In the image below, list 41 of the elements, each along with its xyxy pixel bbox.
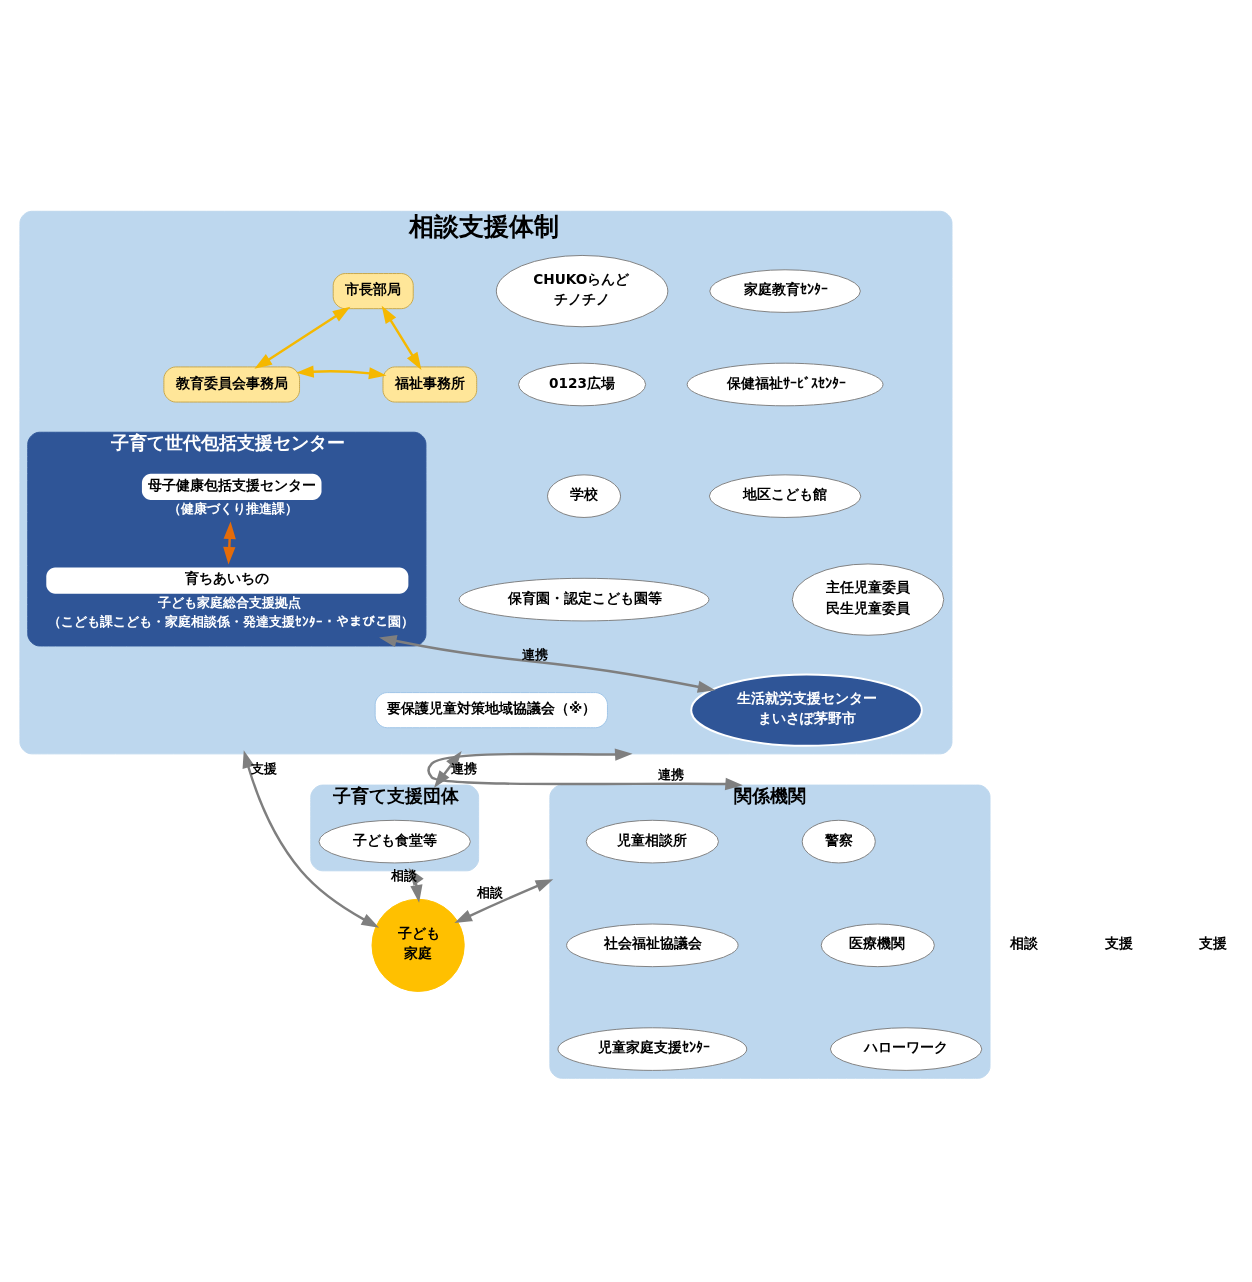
node-ellipse: 家庭教育ｾﾝﾀｰ xyxy=(709,268,861,313)
arrow xyxy=(379,634,716,693)
edge-label: 連携 xyxy=(658,766,685,782)
node-ellipse: 生活就労支援センター まいさぽ茅野市 xyxy=(690,673,923,747)
node-ellipse: 0123広場 xyxy=(518,362,647,406)
edge-label: 相談 xyxy=(476,884,503,900)
node-ellipse: 主任児童委員 民生児童委員 xyxy=(791,562,945,636)
node-ellipse: 学校 xyxy=(547,473,622,518)
label: 支援 xyxy=(1104,934,1133,951)
node-ellipse: 地区こども館 xyxy=(708,473,862,518)
node-ellipse: 児童家庭支援ｾﾝﾀｰ xyxy=(557,1026,748,1071)
node-ellipse: 保育園・認定こども園等 xyxy=(458,577,710,621)
node-label: 子ども家庭総合支援拠点 xyxy=(158,594,302,610)
node-ellipse: 医療機関 xyxy=(820,923,935,967)
edge-label: 連携 xyxy=(451,760,478,776)
node-ellipse: 児童相談所 xyxy=(585,819,719,863)
arrow xyxy=(381,305,422,370)
arrow xyxy=(454,878,554,923)
arrow xyxy=(254,306,351,369)
edge-label: 支援 xyxy=(251,760,278,776)
node-ellipse: CHUKOらんど チノチノ xyxy=(495,254,669,327)
label: 支援 xyxy=(1199,934,1228,951)
node-ellipse: 社会福祉協議会 xyxy=(566,923,739,967)
arrow xyxy=(242,749,380,928)
arrow xyxy=(296,365,387,379)
node-box: 要保護児童対策地域協議会（※） xyxy=(374,691,608,728)
node-ellipse: 子ども食堂等 xyxy=(318,819,471,863)
node-box: 教育委員会事務局 xyxy=(163,365,301,403)
node-ellipse: 警察 xyxy=(801,819,876,863)
edge-label: 連携 xyxy=(521,646,548,662)
label: 相談 xyxy=(1010,934,1039,951)
node-label: （健康づくり推進課） xyxy=(168,500,299,516)
node-ellipse: ハローワーク xyxy=(829,1026,983,1071)
node-box: 市長部局 xyxy=(332,272,414,309)
node-circle: 子ども 家庭 xyxy=(371,898,465,992)
node-box: 育ちあいちの xyxy=(46,566,409,594)
node-box: 福祉事務所 xyxy=(382,365,478,403)
node-box: 母子健康包括支援センター xyxy=(141,473,322,500)
node-ellipse: 保健福祉ｻｰﾋﾞｽｾﾝﾀｰ xyxy=(686,362,884,406)
arrow xyxy=(223,520,236,565)
node-label: （こども課こども・家庭相談係・発達支援ｾﾝﾀｰ・やまびこ園） xyxy=(48,613,415,629)
